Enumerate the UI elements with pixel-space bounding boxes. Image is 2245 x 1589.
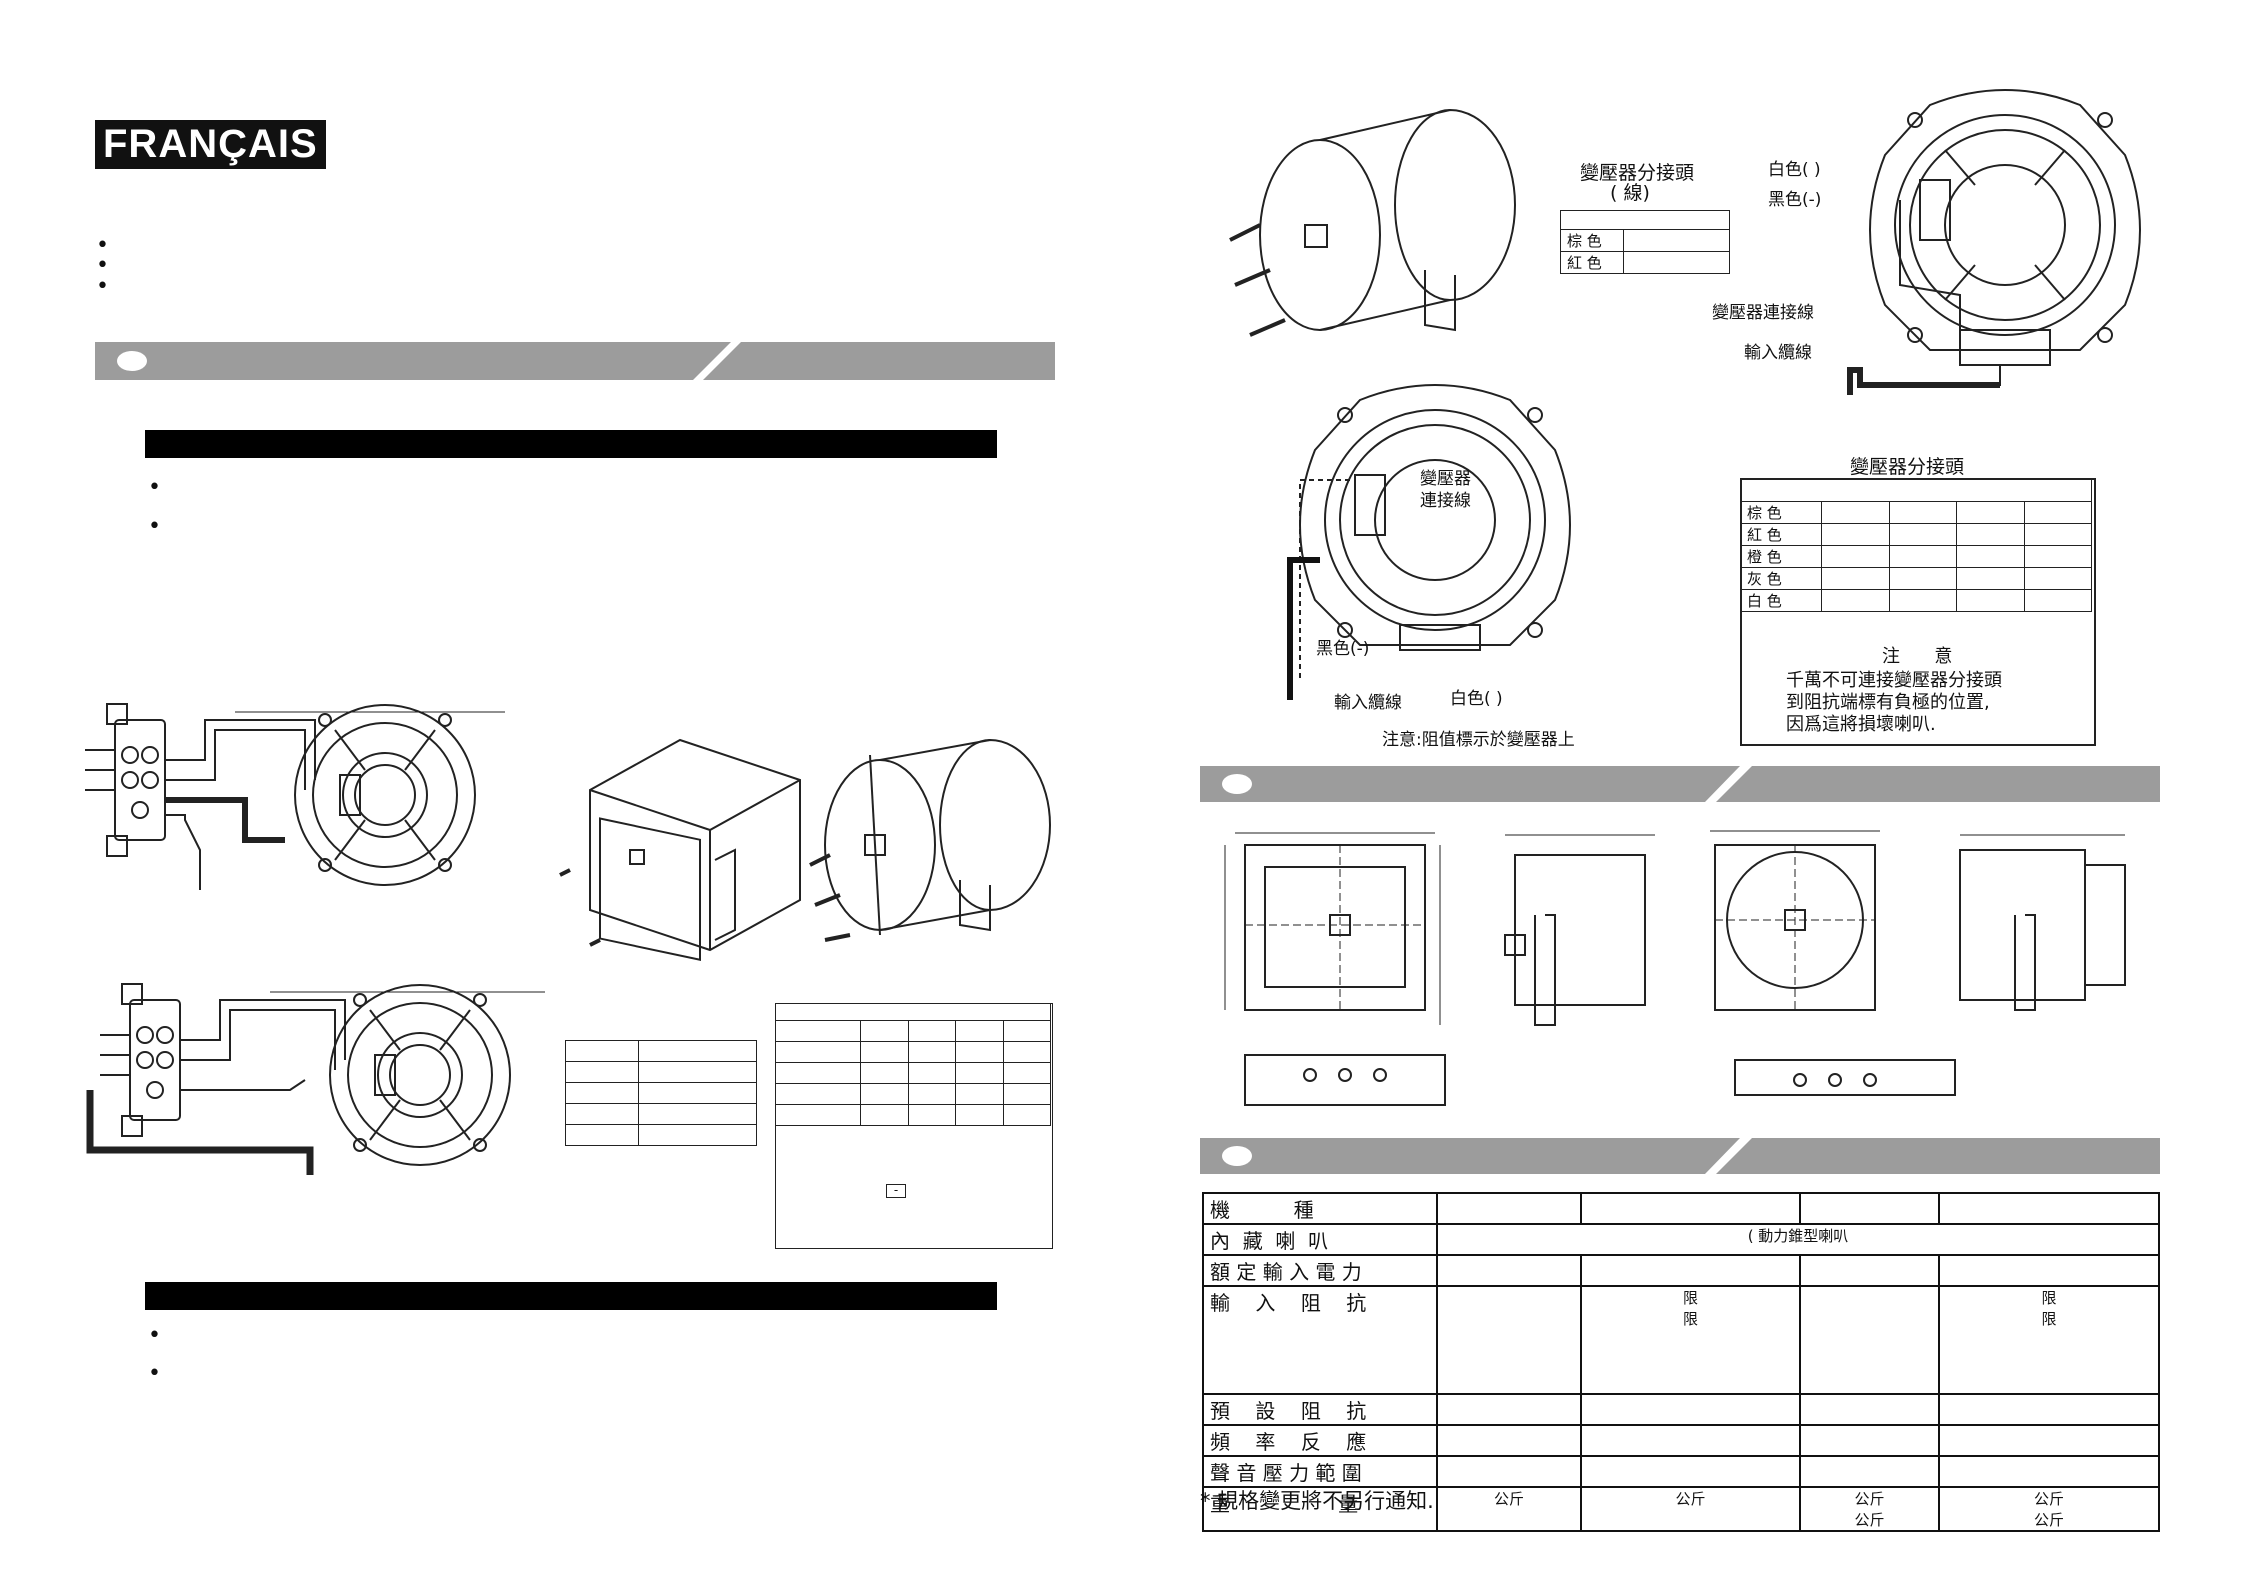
spec-weight-4: 公斤 公斤 [1938, 1486, 2160, 1532]
bullet-3: • [96, 274, 109, 299]
bullet-s2-2: • [148, 1361, 161, 1386]
white-label-2: 白色( ) [1450, 689, 1503, 709]
tap-table-box: 棕 色 紅 色 橙 色 灰 色 白 色 注 意 千萬不可連接變壓器分接頭 到阻抗… [1740, 478, 2096, 746]
bullet-1: • [96, 233, 109, 258]
bullet-s1-2: • [148, 514, 161, 539]
tap-subtitle-top: ( 線) [1610, 182, 1650, 204]
left-small-table [565, 1040, 757, 1146]
section-heading-bar-1 [145, 430, 997, 458]
caution-line-3: 因爲這將損壞喇叭. [1786, 714, 1936, 735]
spec-footnote: * 規格變更將不另行通知. [1200, 1489, 1434, 1513]
transformer-link-label-2: 變壓器 連接線 [1420, 469, 1471, 511]
spec-weight-1: 公斤 [1436, 1486, 1582, 1532]
spec-label-1: 內 藏 喇 叭 [1202, 1223, 1438, 1256]
spec-label-3: 輸 入 阻 抗 [1202, 1285, 1438, 1395]
tap-table-top: 棕 色 紅 色 [1560, 210, 1730, 274]
tap-row-a-0: 棕 色 [1560, 229, 1624, 252]
left-tap-table-box: - [775, 1003, 1053, 1249]
tap-row-b-0: 棕 色 [1740, 501, 1822, 524]
speaker-front-right [1847, 89, 2141, 395]
spec-weight-3: 公斤 公斤 [1799, 1486, 1940, 1532]
spec-row-0: 機 種 [1202, 1192, 2160, 1225]
spec-label-5: 頻 率 反 應 [1202, 1424, 1438, 1457]
spec-speaker-type: ( 動力錐型喇叭 [1436, 1223, 2160, 1256]
spec-row-5: 頻 率 反 應 [1202, 1424, 2160, 1457]
spec-weight-2: 公斤 [1580, 1486, 1801, 1532]
section-band-spec [1200, 1138, 2160, 1174]
spec-label-4: 預 設 阻 抗 [1202, 1393, 1438, 1426]
box-speaker-drawing [559, 738, 801, 961]
tap-row-b-3: 灰 色 [1740, 567, 1822, 590]
spec-row-1: 內 藏 喇 叭 ( 動力錐型喇叭 [1202, 1223, 2160, 1256]
bullet-s1-1: • [148, 475, 161, 500]
spec-label-0: 機 種 [1202, 1192, 1438, 1225]
tap-title-top: 變壓器分接頭 [1580, 162, 1695, 184]
section-heading-bar-2 [145, 1282, 997, 1310]
input-cable-label-2: 輸入纜線 [1334, 693, 1402, 713]
tap-row-b-2: 橙 色 [1740, 545, 1822, 568]
language-badge: FRANÇAIS [95, 120, 326, 169]
spec-row-7: 重 量 公斤 公斤 公斤 公斤 公斤 公斤 [1202, 1486, 2160, 1532]
tap-row-b-4: 白 色 [1740, 589, 1822, 612]
spec-label-7: 重 量 [1202, 1486, 1438, 1532]
dimension-drawings [1224, 830, 2126, 1106]
section-band-dimensions [1200, 766, 2160, 802]
wire-black-label: 黑色(-) [1768, 190, 1822, 210]
caution-line-1: 千萬不可連接變壓器分接頭 [1786, 670, 2002, 691]
wiring-diagram-2 [86, 983, 545, 1175]
spec-table: 機 種 內 藏 喇 叭 ( 動力錐型喇叭 額 定 輸 入 電 力 輸 入 阻 抗… [1202, 1192, 2160, 1532]
spec-impedance-2: 限 限 [1580, 1285, 1801, 1395]
wire-white-label: 白色( ) [1768, 160, 1821, 180]
round-speaker-top [1229, 108, 1516, 337]
wiring-diagram-1 [85, 703, 505, 890]
bullet-2: • [96, 253, 109, 278]
tap-row-b-1: 紅 色 [1740, 523, 1822, 546]
input-cable-label: 輸入纜線 [1744, 343, 1812, 363]
spec-row-2: 額 定 輸 入 電 力 [1202, 1254, 2160, 1287]
spec-impedance-4: 限 限 [1938, 1285, 2160, 1395]
small-marker: - [886, 1184, 906, 1198]
section-band-left [95, 342, 1055, 380]
spec-row-4: 預 設 阻 抗 [1202, 1393, 2160, 1426]
spec-row-6: 聲 音 壓 力 範 圍 [1202, 1455, 2160, 1488]
tap-table-right: 棕 色 紅 色 橙 色 灰 色 白 色 [1740, 478, 2092, 612]
transformer-link-label: 變壓器連接線 [1712, 303, 1814, 323]
spec-label-6: 聲 音 壓 力 範 圍 [1202, 1455, 1438, 1488]
speaker-front-middle [1287, 384, 1571, 700]
bullet-s2-1: • [148, 1323, 161, 1348]
spec-label-2: 額 定 輸 入 電 力 [1202, 1254, 1438, 1287]
caution-title: 注 意 [1882, 646, 1953, 667]
tap-row-a-1: 紅 色 [1560, 251, 1624, 274]
left-tap-table [775, 1003, 1051, 1126]
spec-row-3: 輸 入 阻 抗 限 限 限 限 [1202, 1285, 2160, 1395]
caution-line-2: 到阻抗端標有負極的位置, [1786, 692, 1990, 713]
round-speaker-drawing [809, 738, 1051, 942]
impedance-note: 注意:阻值標示於變壓器上 [1382, 730, 1575, 750]
tap-table-title: 變壓器分接頭 [1850, 456, 1965, 478]
black-label-2: 黑色(-) [1316, 639, 1370, 659]
